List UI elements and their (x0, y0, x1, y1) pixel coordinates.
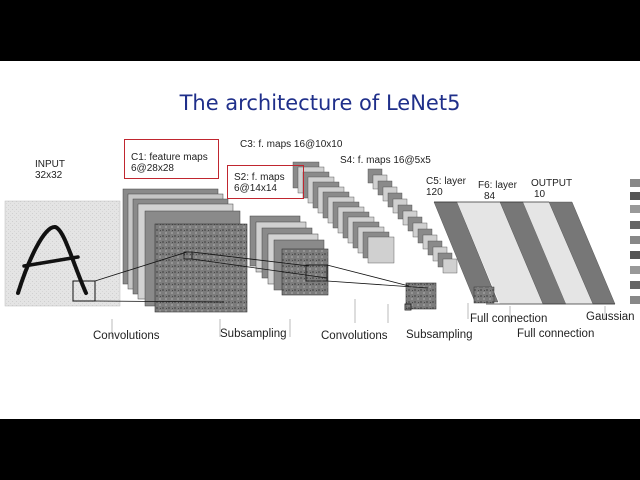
receptive-field-lines (94, 251, 429, 311)
c1-name: C1: feature maps (131, 152, 208, 163)
output-size: 10 (534, 189, 546, 200)
slide-title: The architecture of LeNet5 (179, 91, 461, 115)
input-name: INPUT (35, 159, 65, 170)
fully-connected-layers (433, 201, 616, 305)
output-label: OUTPUT 10 (531, 178, 572, 200)
f6-label: F6: layer 84 (478, 180, 517, 202)
op-convolutions-2: Convolutions (321, 330, 388, 342)
s2-feature-maps (249, 215, 329, 296)
s2-highlight-box (227, 165, 304, 199)
op-subsampling-1: Subsampling (220, 328, 287, 340)
c1-feature-maps (122, 188, 248, 313)
s2-label: S2: f. maps 6@14x14 (234, 172, 285, 194)
s4-label: S4: f. maps 16@5x5 (340, 155, 431, 166)
c5-name: C5: layer (426, 176, 467, 187)
f6-size: 84 (484, 191, 496, 202)
output-name: OUTPUT (531, 178, 573, 189)
edge-fragment (630, 179, 640, 304)
architecture-diagram (4, 161, 640, 337)
c3-feature-maps (292, 161, 395, 264)
c5-size: 120 (426, 187, 443, 198)
c3-label: C3: f. maps 16@10x10 (240, 139, 343, 150)
op-gaussian: Gaussian (586, 311, 635, 323)
c5-label: C5: layer 120 (426, 176, 466, 198)
operation-dividers (111, 299, 606, 337)
c1-highlight-box (124, 139, 219, 179)
input-size: 32x32 (35, 170, 63, 181)
op-full-connection-1: Full connection (470, 313, 548, 325)
c1-label: C1: feature maps 6@28x28 (131, 152, 208, 174)
op-convolutions-1: Convolutions (93, 330, 160, 342)
slide: The architecture of LeNet5 (0, 61, 640, 419)
s2-name: S2: f. maps (234, 172, 285, 183)
s2-size: 6@14x14 (234, 183, 277, 194)
input-label: INPUT 32x32 (35, 159, 65, 181)
s4-feature-maps (367, 168, 458, 310)
f6-name: F6: layer (478, 180, 517, 191)
c1-size: 6@28x28 (131, 163, 174, 174)
op-subsampling-2: Subsampling (406, 329, 473, 341)
input-image (4, 200, 121, 307)
op-full-connection-2: Full connection (517, 328, 595, 340)
